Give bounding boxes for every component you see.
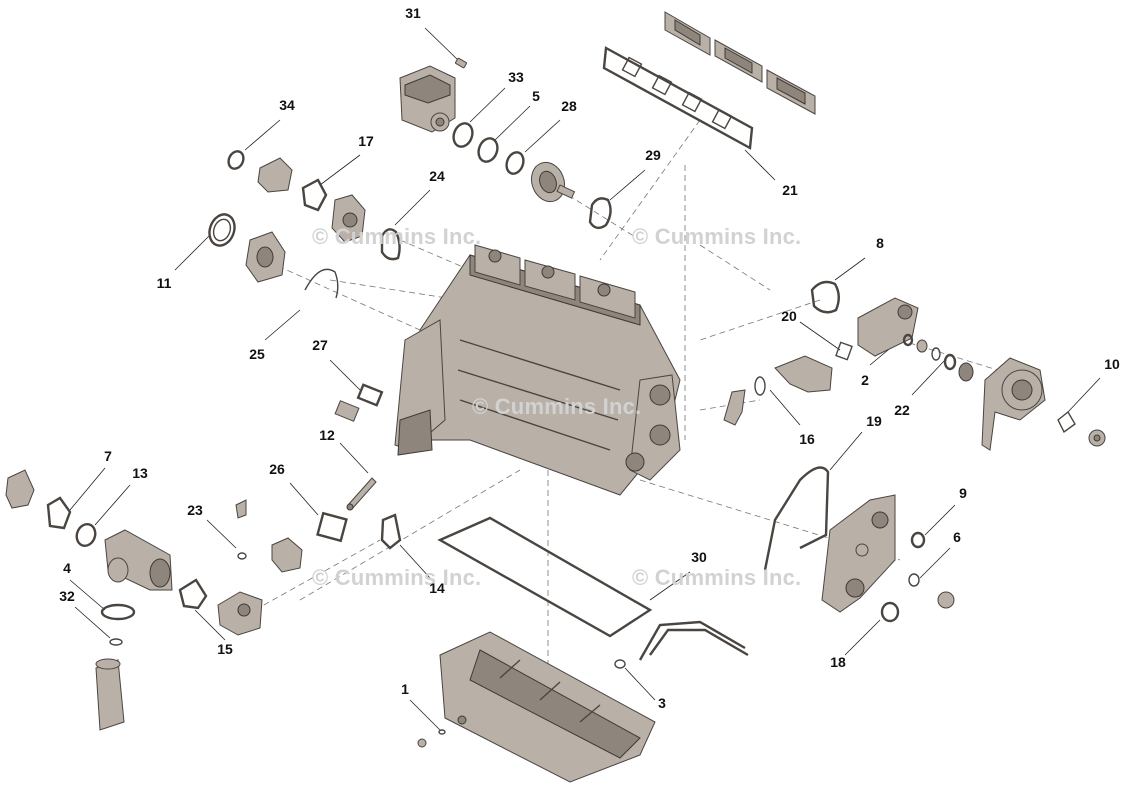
callout-15: 15: [217, 641, 233, 657]
tube-19: [763, 466, 830, 571]
gasket-14: [380, 513, 402, 550]
seal-18: [880, 601, 900, 623]
gasket-17: [301, 178, 328, 212]
bolt-12: [346, 477, 377, 511]
gasket-25: [304, 268, 339, 299]
gasket-21: [602, 46, 754, 150]
gasket-5: [477, 137, 499, 163]
callout-13: 13: [132, 465, 148, 481]
cover-plate: [334, 400, 360, 422]
callout-6: 6: [953, 529, 961, 545]
gasket-8: [810, 280, 840, 314]
gasket-27: [356, 383, 384, 407]
impeller-10: [1057, 410, 1106, 447]
gasket-20: [835, 341, 853, 361]
callout-23: 23: [187, 502, 203, 518]
watermark-left-bottom: © Cummins Inc.: [312, 565, 482, 590]
leader-lines: [69, 27, 1101, 731]
thermostat-housing-left: [5, 469, 35, 509]
seal-ring-34: [227, 150, 245, 170]
callout-11: 11: [156, 275, 172, 291]
callout-33: 33: [508, 69, 524, 85]
callout-3: 3: [658, 695, 666, 711]
seal-4: [100, 603, 136, 621]
manifold-covers: [664, 11, 816, 115]
elbow-pipe: [723, 355, 833, 426]
callout-17: 17: [358, 133, 374, 149]
callout-27: 27: [312, 337, 328, 353]
filter-head: [104, 529, 173, 591]
gasket-24: [380, 228, 401, 261]
seals-2-22: [902, 333, 974, 382]
gasket-28: [505, 151, 525, 175]
callout-32: 32: [59, 588, 75, 604]
callout-30: 30: [691, 549, 707, 565]
seal-32: [109, 638, 123, 646]
watermark-right-top: © Cummins Inc.: [632, 224, 802, 249]
callout-12: 12: [319, 427, 335, 443]
seal-6: [908, 573, 955, 609]
gasket-7: [46, 496, 72, 530]
accessory-drive: [530, 161, 576, 203]
callout-22: 22: [894, 402, 910, 418]
callout-25: 25: [249, 346, 265, 362]
front-gear-cover: [821, 494, 896, 613]
callout-14: 14: [429, 580, 445, 596]
drain-plug-1: [417, 729, 446, 748]
gasket-33: [452, 122, 474, 148]
callout-21: 21: [782, 182, 798, 198]
rear-seal-housing: [245, 231, 286, 283]
part-31-clip: [455, 57, 467, 69]
callout-1: 1: [401, 681, 409, 697]
callout-8: 8: [876, 235, 884, 251]
cap-23: [235, 499, 247, 560]
dipstick-tube: [614, 620, 749, 669]
thermostat-housing-upper: [257, 157, 293, 193]
water-pump: [981, 357, 1046, 451]
callout-2: 2: [861, 372, 869, 388]
callout-16: 16: [799, 431, 815, 447]
callout-31: 31: [405, 5, 421, 21]
engine-block: [394, 244, 681, 496]
watermark-left-top: © Cummins Inc.: [312, 224, 482, 249]
callout-7: 7: [104, 448, 112, 464]
callout-4: 4: [63, 560, 71, 576]
callout-10: 10: [1104, 356, 1120, 372]
callout-5: 5: [532, 88, 540, 104]
callout-29: 29: [645, 147, 661, 163]
gasket-15: [178, 578, 208, 610]
callout-20: 20: [781, 308, 797, 324]
callout-28: 28: [561, 98, 577, 114]
pump-body-15: [217, 591, 263, 636]
seal-9: [910, 531, 926, 549]
housing-26: [271, 537, 303, 573]
callout-19: 19: [866, 413, 882, 429]
gasket-26: [316, 511, 348, 543]
callout-26: 26: [269, 461, 285, 477]
air-compressor: [399, 65, 456, 133]
callout-18: 18: [830, 654, 846, 670]
filter-canister: [95, 658, 125, 731]
water-pump-small: [331, 194, 366, 243]
seal-11: [208, 213, 236, 247]
oil-pan-gasket: [437, 516, 653, 638]
callout-9: 9: [959, 485, 967, 501]
watermark-center: © Cummins Inc.: [472, 394, 642, 419]
oil-pan: [439, 631, 656, 783]
callout-24: 24: [429, 168, 445, 184]
callout-34: 34: [279, 97, 295, 113]
watermark-right-bottom: © Cummins Inc.: [632, 565, 802, 590]
gasket-29: [588, 197, 612, 230]
seal-13: [75, 523, 97, 547]
oil-cooler-housing: [857, 297, 919, 357]
